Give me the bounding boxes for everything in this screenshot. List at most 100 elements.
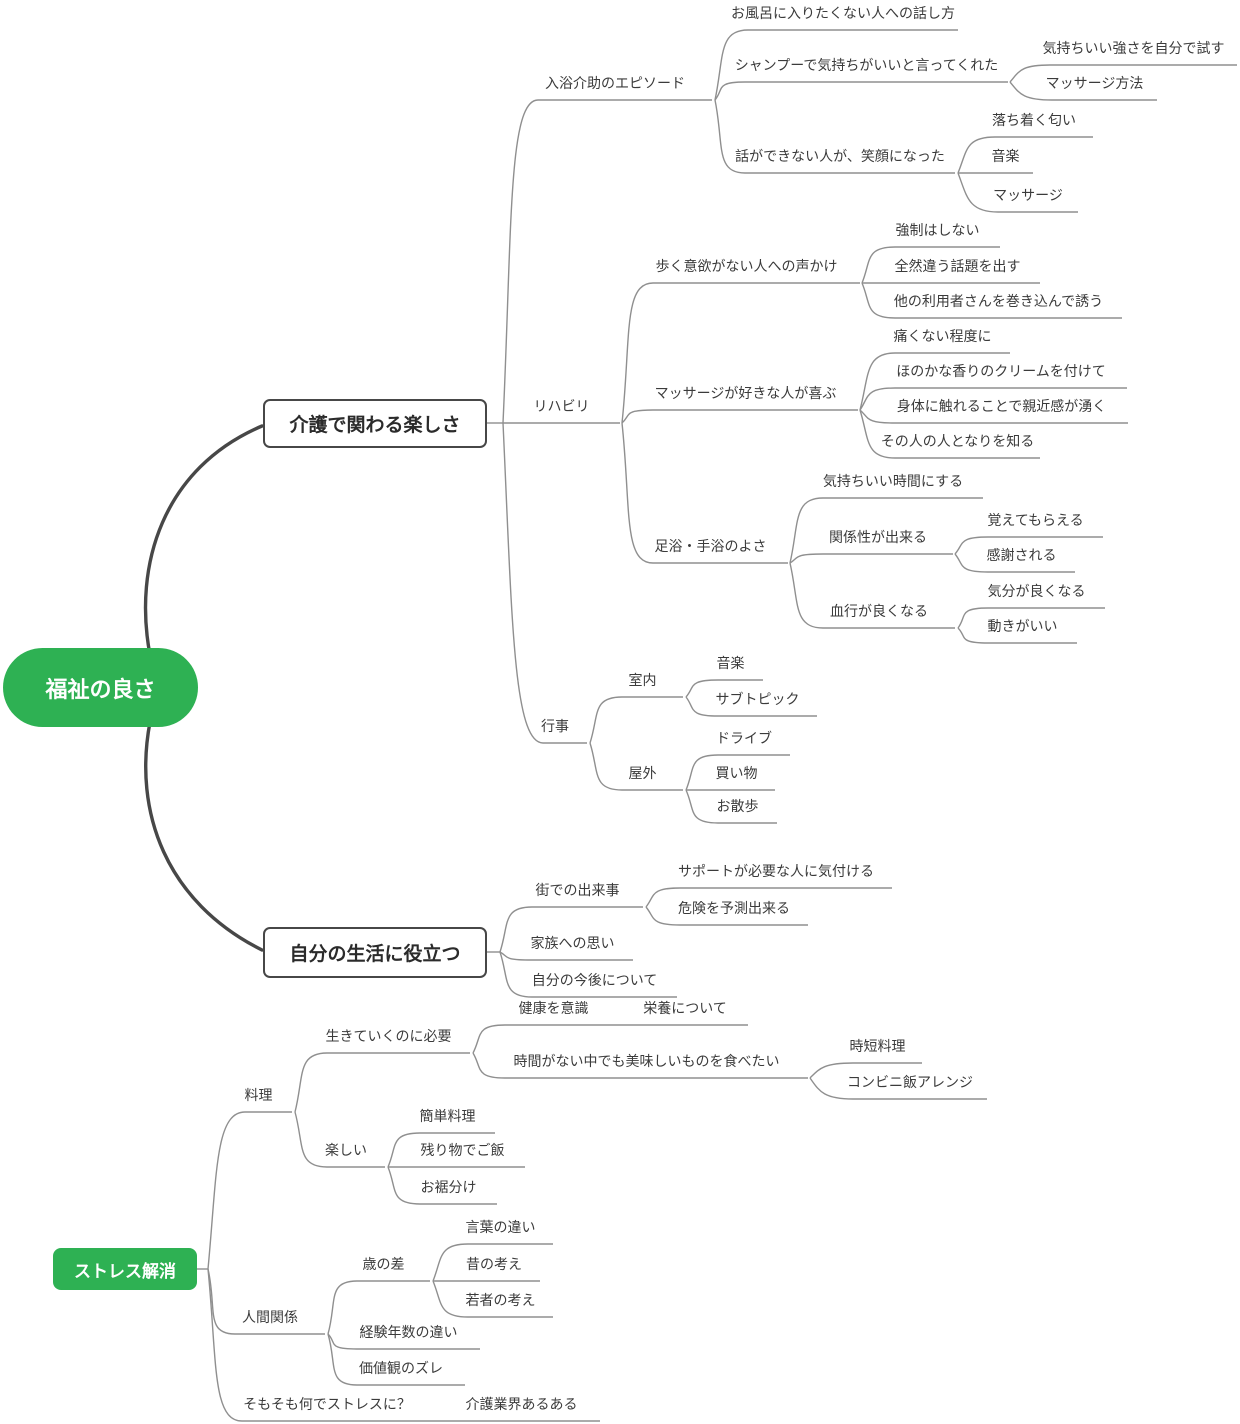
topic-label-shintai[interactable]: 身体に触れることで親近感が湧く [896,398,1107,414]
connector-kiken [645,906,808,926]
topic-label-subtopic[interactable]: サブトピック [715,691,800,707]
connector-subtopic [685,696,817,717]
connector-wakamono [432,1280,553,1318]
connector-kenko [472,1024,622,1054]
topic-label-massage-hoho[interactable]: マッサージ方法 [1045,75,1144,91]
topic-label-wakamono[interactable]: 若者の考え [465,1292,536,1308]
topic-label-ongaku-event[interactable]: 音楽 [716,655,745,671]
topic-label-kotoba[interactable]: 言葉の違い [465,1219,536,1235]
connector-kantan [387,1132,495,1168]
topic-label-ofuro[interactable]: お風呂に入りたくない人への話し方 [731,5,955,21]
topic-label-support[interactable]: サポートが必要な人に気付ける [678,863,874,879]
topic-label-ongaku-bath[interactable]: 音楽 [991,148,1020,164]
connector-hoka-riyosha [861,282,1122,319]
topic-label-kongo[interactable]: 自分の今後について [531,972,658,988]
connector-ikiteiku [294,1052,470,1113]
topic-label-mukashi[interactable]: 昔の考え [466,1256,522,1272]
connector-kankei [789,553,953,564]
topic-label-sokuyoku[interactable]: 足浴・手浴のよさ [654,538,767,554]
topic-label-keiken[interactable]: 経験年数の違い [359,1324,458,1340]
topic-label-kantan[interactable]: 簡単料理 [419,1108,476,1124]
topic-label-kekko[interactable]: 血行が良くなる [830,603,928,619]
topic-label-kyosei[interactable]: 強制はしない [895,222,980,238]
topic-label-shampoo[interactable]: シャンプーで気持ちがいいと言ってくれた [734,57,999,73]
connector-support [645,887,892,908]
connector-kotoba [432,1243,553,1282]
topic-label-kazoku[interactable]: 家族への思い [530,935,615,951]
connector-okugai [589,742,683,791]
connector-shitsunai [589,696,683,744]
topic-label-rehab[interactable]: リハビリ [533,398,590,414]
topic-label-nokorimono[interactable]: 残り物でご飯 [420,1142,505,1158]
topic-label-oboete[interactable]: 覚えてもらえる [987,512,1084,528]
connector-hanashi [714,99,955,174]
connector-massage-suki [621,409,858,424]
topic-label-kibun[interactable]: 気分が良くなる [987,583,1086,599]
topic-label-nyuyoku[interactable]: 入浴介助のエピソード [545,75,685,91]
connector-ofuro [714,29,958,101]
topic-label-hoka-riyosha[interactable]: 他の利用者さんを巻き込んで誘う [893,293,1104,309]
connector-aruku [621,282,860,424]
connector-tanoshii [294,1111,385,1168]
topic-label-kaimono[interactable]: 買い物 [715,765,758,781]
topic-label-massage-bath[interactable]: マッサージ [993,187,1063,203]
connector-gyoji [502,422,587,744]
topic-label-hanashi[interactable]: 話ができない人が、笑顔になった [735,148,945,164]
topic-label-sonohito[interactable]: その人の人となりを知る [880,433,1035,449]
topic-label-tanoshii[interactable]: 楽しい [325,1142,367,1158]
topic-label-jitan[interactable]: 時短料理 [849,1038,906,1054]
topic-label-kaigo-gyokai[interactable]: 介護業界あるある [465,1396,578,1412]
topic-label-ikiteiku[interactable]: 生きていくのに必要 [325,1028,452,1044]
connector-jikan [472,1052,808,1079]
connector-keiken [327,1333,480,1350]
topic-label-zenzen[interactable]: 全然違う話題を出す [894,258,1021,274]
topic-label-conbini[interactable]: コンビニ飯アレンジ [847,1074,973,1090]
connector-kimochi-jikan [789,497,983,564]
topic-label-itakunai[interactable]: 痛くない程度に [893,328,992,344]
root-branch-curve-1 [144,720,264,952]
main-topic-kaigo[interactable]: 介護で関わる楽しさ [263,399,487,448]
root-branch-curve-0 [143,424,264,657]
topic-label-toshinosa[interactable]: 歳の差 [362,1256,405,1272]
connector-ningen [207,1268,325,1335]
topic-label-drive[interactable]: ドライブ [716,730,772,746]
floating-topic-stress[interactable]: ストレス解消 [53,1248,197,1290]
central-topic[interactable]: 福祉の良さ [3,648,198,727]
topic-label-eiyo[interactable]: 栄養について [643,1000,727,1016]
topic-label-gyoji[interactable]: 行事 [541,718,569,734]
connector-massage-hoho [1009,81,1157,101]
connector-jitan [809,1062,922,1079]
connector-osusowake [387,1166,497,1205]
topic-label-ryori[interactable]: 料理 [244,1087,273,1103]
connector-itakunai [859,352,1010,411]
connector-oboete [954,536,1103,555]
main-topic-seikatsu[interactable]: 自分の生活に役立つ [263,927,487,978]
connector-toshinosa [327,1280,430,1335]
topic-label-kenko[interactable]: 健康を意識 [518,1000,589,1016]
topic-label-kachikan[interactable]: 価値観のズレ [359,1360,443,1376]
topic-label-kiken[interactable]: 危険を予測出来る [678,900,790,916]
topic-label-kankei[interactable]: 関係性が出来る [829,529,927,545]
topic-label-ochitsuku[interactable]: 落ち着く匂い [992,112,1076,128]
topic-label-kansha[interactable]: 感謝される [986,547,1057,563]
topic-label-okugai[interactable]: 屋外 [628,765,657,781]
topic-label-kimochi-tsuyosa[interactable]: 気持ちいい強さを自分で試す [1042,40,1225,56]
topic-label-somosomo[interactable]: そもそも何でストレスに？ [243,1396,411,1412]
topic-label-honoka[interactable]: ほのかな香りのクリームを付けて [896,363,1106,379]
topic-label-jikan[interactable]: 時間がない中でも美味しいものを食べたい [513,1053,780,1069]
topic-label-osanpo[interactable]: お散歩 [716,798,759,814]
connector-conbini [809,1077,987,1100]
topic-label-aruku[interactable]: 歩く意欲がない人への声かけ [655,258,838,274]
topic-label-ningen[interactable]: 人間関係 [242,1309,298,1325]
topic-label-ugoki[interactable]: 動きがいい [987,618,1058,634]
topic-label-massage-suki[interactable]: マッサージが好きな人が喜ぶ [654,385,837,401]
topic-label-machi[interactable]: 街での出来事 [535,882,620,898]
topic-label-kimochi-jikan[interactable]: 気持ちいい時間にする [822,473,964,489]
topic-label-shitsunai[interactable]: 室内 [628,672,657,688]
connector-ochitsuku [957,136,1093,174]
connector-drive [685,754,790,791]
topic-label-osusowake[interactable]: お裾分け [420,1179,477,1195]
connector-somosomo [207,1268,432,1422]
